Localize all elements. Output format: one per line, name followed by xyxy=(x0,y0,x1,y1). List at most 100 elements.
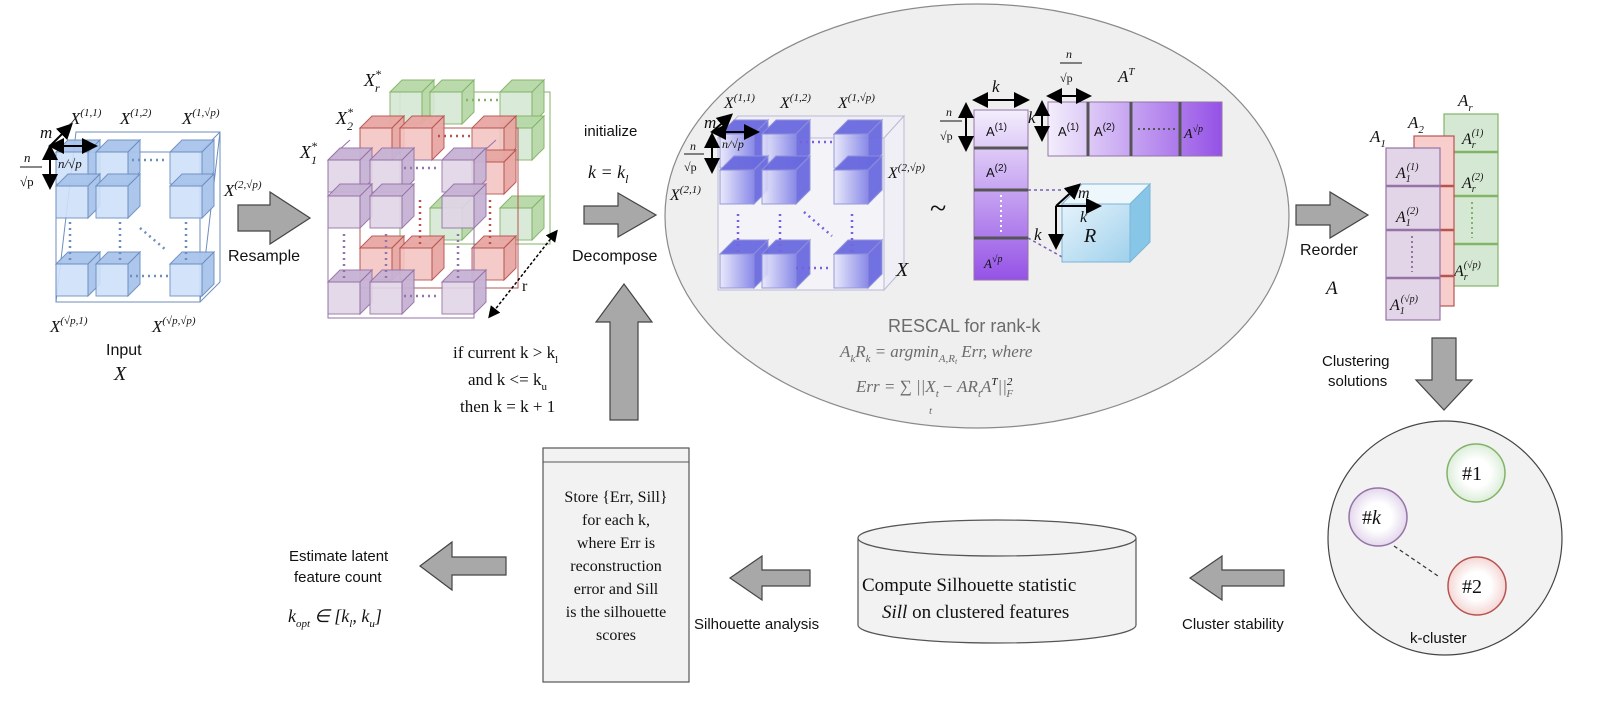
input-n-label: n xyxy=(24,150,31,165)
r-cube: R xyxy=(1060,182,1152,264)
estimate-line-1: Estimate latent xyxy=(289,548,389,565)
a1-ep: A1(√p) xyxy=(1389,294,1419,317)
clustering-label-1: Clustering xyxy=(1322,353,1390,370)
a-col-sqrtp: √p xyxy=(940,129,953,143)
store-line: reconstruction xyxy=(570,558,662,575)
initialize-label: initialize xyxy=(584,123,637,140)
rescal-x21: X(2,1) xyxy=(669,184,701,204)
rescal-panel: X(1,1) X(1,2) X(1,√p) X(2,√p) X(2,1) X m… xyxy=(664,3,1290,429)
loop-line-1: if current k > kl xyxy=(453,343,558,366)
loop-back-arrow: if current k > kl and k <= ku then k = k… xyxy=(453,282,654,421)
x1-star-label: X*1 xyxy=(299,139,317,167)
estimate-arrow: Estimate latent feature count kopt∈ [kl,… xyxy=(288,540,507,630)
estimate-line-2: feature count xyxy=(294,569,382,586)
decompose-arrow: initialize k = kl Decompose xyxy=(572,123,657,265)
input-subcube xyxy=(168,172,216,220)
ar-e2: Ar(2) xyxy=(1461,172,1484,195)
rescal-x2p: X(2,√p) xyxy=(887,162,925,182)
input-labels: X(1,1) X(1,2) X(1,√p) X(2,√p) X(√p,1) X(… xyxy=(20,107,262,385)
store-text: Store {Err, Sill}for each k,where Err is… xyxy=(564,489,667,644)
at-label: AT xyxy=(1117,66,1135,86)
r-k2: k xyxy=(1034,225,1042,244)
resample-purple-tensor xyxy=(326,139,497,319)
r-label: r xyxy=(522,278,528,295)
rescal-n: n xyxy=(690,139,696,153)
a1-e2: A1(2) xyxy=(1395,206,1419,229)
reorder-label: Reorder xyxy=(1300,242,1358,259)
store-line: scores xyxy=(596,627,636,644)
a2-block: A(2) xyxy=(986,163,1007,180)
rescal-formula-1: AkRk= argminA,RtErr, where xyxy=(839,342,1033,366)
approx-sign: ~ xyxy=(930,192,946,225)
input-m-label: m xyxy=(40,123,52,142)
x2-star-label: X*2 xyxy=(335,105,353,133)
k-cluster-panel: #1 #k #2 k-cluster xyxy=(1327,420,1563,656)
a2-label: A2 xyxy=(1407,113,1424,136)
cluster-stability-arrow: Cluster stability xyxy=(1182,554,1285,633)
ar-ep: Ar(√p) xyxy=(1453,260,1482,283)
estimate-formula: kopt∈ [kl, ku] xyxy=(288,606,382,630)
cluster-k-label: #k xyxy=(1362,507,1382,529)
rescal-subcube xyxy=(760,154,812,206)
purple-subcube xyxy=(326,182,374,230)
rescal-x1p: X(1,√p) xyxy=(837,92,875,112)
ar-e1: Ar(1) xyxy=(1461,128,1484,151)
cluster-2 xyxy=(1447,556,1507,616)
rescal-subcube xyxy=(760,238,812,290)
rescal-sqrtp: √p xyxy=(684,160,697,174)
cluster-1 xyxy=(1446,443,1506,503)
input-subcube xyxy=(168,138,216,186)
input-depth-arrow xyxy=(49,123,73,147)
at-k: k xyxy=(1028,108,1036,127)
silhouette-analysis-arrow: Silhouette analysis xyxy=(694,554,819,633)
x12-label: X(1,2) xyxy=(119,107,152,128)
cluster-1-label: #1 xyxy=(1462,463,1482,485)
input-symbol: X xyxy=(113,363,127,385)
a1-column xyxy=(1385,147,1441,321)
ar-label: Ar xyxy=(1457,91,1473,114)
xpp-label: X(√p,√p) xyxy=(151,315,196,336)
resample-arrow: Resample xyxy=(228,190,312,265)
a-col-n: n xyxy=(946,105,952,119)
decompose-label: Decompose xyxy=(572,248,657,265)
rescal-X: X xyxy=(895,259,909,281)
a1-block: A(1) xyxy=(986,122,1007,139)
ap-block: A√p xyxy=(983,254,1002,271)
xr-star-label: X*r xyxy=(363,67,381,95)
purple-subcube xyxy=(368,268,416,316)
store-line: where Err is xyxy=(577,535,655,552)
rescal-input-tensor xyxy=(716,114,906,292)
red-subcube xyxy=(398,234,446,282)
a1-label: A1 xyxy=(1369,127,1386,150)
k-init-formula: k = kl xyxy=(588,162,629,186)
silhouette-analysis-label: Silhouette analysis xyxy=(694,616,819,633)
a-col-k: k xyxy=(992,77,1000,96)
silhouette-line-1: Compute Silhouette statistic xyxy=(862,575,1076,596)
x2p-label: X(2,√p) xyxy=(223,179,262,200)
store-line: is the silhouette xyxy=(566,604,666,621)
input-subcube xyxy=(94,172,142,220)
at-sqrtp: √p xyxy=(1060,71,1073,85)
cluster-2-label: #2 xyxy=(1462,576,1482,598)
loop-line-3: then k = k + 1 xyxy=(460,397,555,416)
purple-subcube xyxy=(440,268,488,316)
r-k: k xyxy=(1080,209,1088,226)
r-depth-arrow xyxy=(488,229,558,319)
resample-labels: X*r X*2 X*1 r xyxy=(299,67,558,319)
green-subcube xyxy=(498,194,546,242)
green-subcube xyxy=(498,78,546,126)
input-subcube xyxy=(54,172,102,220)
rescal-subcube xyxy=(718,154,770,206)
rescal-x12: X(1,2) xyxy=(779,92,811,112)
store-box: Store {Err, Sill}for each k,where Err is… xyxy=(542,447,690,683)
at-ap: A√p xyxy=(1183,124,1203,142)
x1p-label: X(1,√p) xyxy=(181,107,220,128)
store-line: error and Sill xyxy=(574,581,659,598)
reorder-arrow: Reorder A xyxy=(1295,190,1370,299)
cluster-k xyxy=(1348,487,1408,547)
reordered-stack: Ar Ar(1) Ar(2) Ar(√p) A2 A1 A1(1) A1(2) … xyxy=(1369,91,1499,321)
resample-label: Resample xyxy=(228,248,300,265)
purple-subcube xyxy=(368,182,416,230)
